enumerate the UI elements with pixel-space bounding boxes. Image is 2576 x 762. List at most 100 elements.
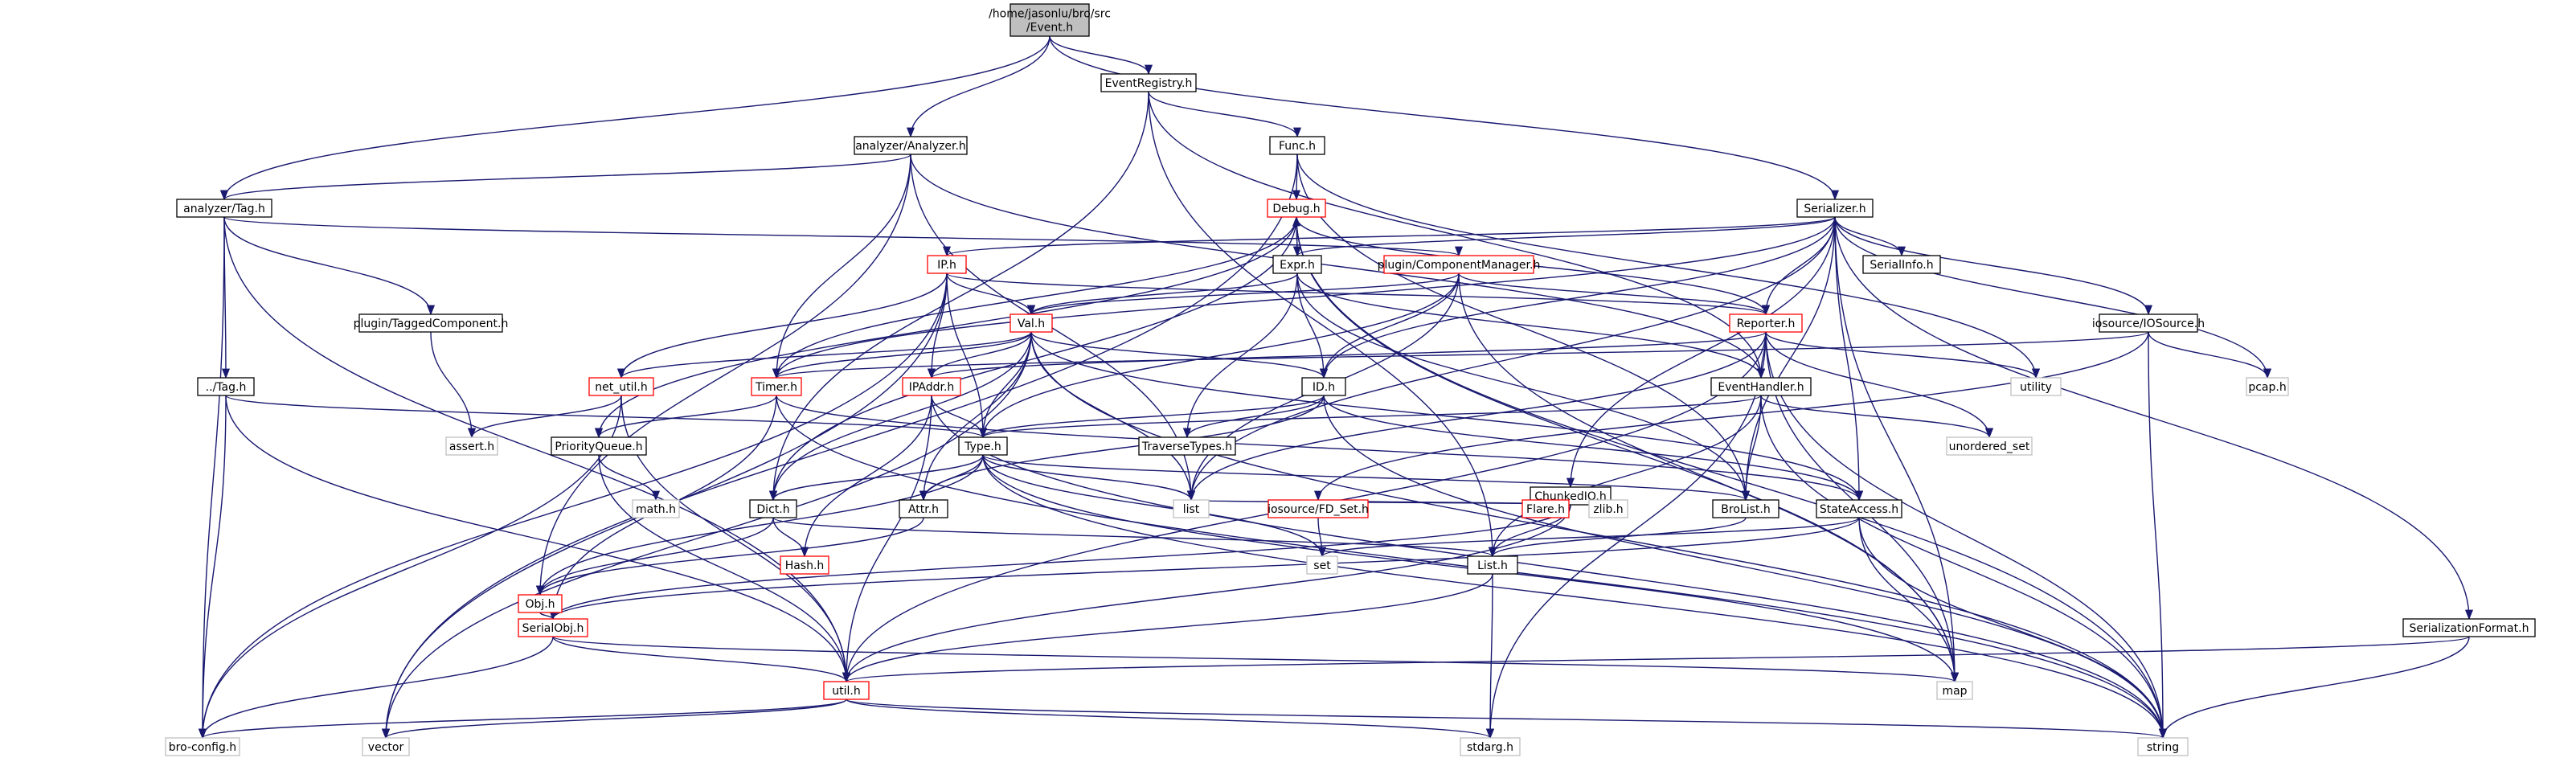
edge-type-to-dict <box>769 454 984 502</box>
node-box-dict <box>749 499 797 518</box>
edge-dottag-to-broconfig <box>198 395 227 739</box>
node-serializer: Serializer.h <box>1796 199 1874 218</box>
edge-netutil-to-assert <box>468 395 622 439</box>
edge-reporter-to-ipaddr <box>928 331 1767 379</box>
node-box-listh <box>1467 555 1518 575</box>
edge-debug-to-timer <box>772 216 1297 379</box>
edge-analyzer-to-obj <box>535 154 911 596</box>
node-util: util.h <box>823 681 870 700</box>
edge-prioq-to-util <box>598 454 851 683</box>
edge-dottag-to-util <box>225 395 850 683</box>
edge-obj-to-serialobj <box>539 609 557 621</box>
edge-ip-to-broconfig <box>198 272 948 739</box>
node-label-list: list <box>1183 503 1200 516</box>
edge-chunked-to-list <box>1188 498 1571 510</box>
node-box-utility <box>2010 377 2062 396</box>
edge-compmgr-to-type <box>979 272 1460 439</box>
node-tagged: plugin/TaggedComponent.h <box>354 313 509 333</box>
node-label-tagged: plugin/TaggedComponent.h <box>354 318 509 330</box>
node-label-attr: Attr.h <box>908 503 939 516</box>
edge-serialobj-to-broconfig <box>199 636 554 739</box>
edge-serialobj-to-util <box>552 636 850 683</box>
node-set: set <box>1306 555 1338 575</box>
node-label-timer: Timer.h <box>755 381 797 394</box>
node-box-func <box>1269 136 1325 155</box>
edge-reporter-to-string <box>1765 331 2168 739</box>
edge-serializer-to-reporter <box>1761 216 1836 316</box>
node-box-stateaccess <box>1816 499 1902 518</box>
node-vector: vector <box>362 737 410 756</box>
node-box-hash <box>780 555 829 575</box>
edge-eventhandler-to-brolist <box>1741 395 1762 502</box>
node-box-string <box>2137 737 2189 756</box>
edge-analyzer-to-timer <box>772 154 911 379</box>
edge-compmgr-to-idh <box>1319 272 1460 379</box>
edge-val-to-stateaccess <box>1030 331 1863 502</box>
edge-serializer-to-serfmt <box>1834 216 2474 621</box>
edge-ip-to-ipaddr <box>927 272 948 379</box>
node-label-broconfig: bro-config.h <box>169 741 236 754</box>
edge-prioq-to-mathh <box>598 454 661 502</box>
node-label-hash: Hash.h <box>785 559 825 572</box>
node-mathh: math.h <box>632 499 680 518</box>
node-box-tagged <box>358 313 503 333</box>
node-box-stdarg <box>1460 737 1521 756</box>
edge-serializer-to-chunked <box>1566 216 1836 489</box>
edge-idh-to-stateaccess <box>1323 395 1863 502</box>
edge-stateaccess-to-serialobj <box>549 517 1860 621</box>
edge-event-to-analyzer <box>906 35 1050 138</box>
edge-serializer-to-stateaccess <box>1834 216 1864 502</box>
node-broconfig: bro-config.h <box>165 737 240 756</box>
node-label-analyzer: analyzer/Analyzer.h <box>855 140 966 153</box>
node-label-map: map <box>1942 685 1967 698</box>
node-box-serialinfo <box>1862 255 1941 274</box>
node-box-brolist <box>1712 499 1779 518</box>
edge-listh-to-util <box>842 573 1493 683</box>
node-label-netutil: net_util.h <box>595 381 647 394</box>
node-label-val: Val.h <box>1018 318 1045 330</box>
node-label-compmgr: plugin/ComponentManager.h <box>1378 259 1541 272</box>
edge-event-to-serializer <box>1049 35 1839 201</box>
node-label-brolist: BroList.h <box>1721 503 1770 516</box>
edge-func-to-brolist <box>1296 154 1751 502</box>
node-label-prioq: PriorityQueue.h <box>555 440 642 453</box>
node-dottag: ../Tag.h <box>197 377 255 396</box>
node-label-set: set <box>1313 559 1331 572</box>
edge-attr-to-obj <box>536 517 924 596</box>
node-stateaccess: StateAccess.h <box>1816 499 1902 518</box>
node-eventhandler: EventHandler.h <box>1710 377 1812 396</box>
node-box-debug <box>1267 199 1326 218</box>
edge-reporter-to-utility <box>1765 331 2040 379</box>
edge-reporter-to-list <box>1187 331 1767 502</box>
edge-eventhandler-to-type <box>979 395 1762 439</box>
edge-ip-to-type <box>946 272 988 439</box>
edge-iosource-to-pcap <box>2148 331 2271 379</box>
node-label-debug: Debug.h <box>1272 203 1320 215</box>
node-val: Val.h <box>1010 313 1053 333</box>
node-box-type <box>958 436 1008 456</box>
edge-analyzertag-to-tagged <box>223 216 435 316</box>
edge-type-to-list <box>982 454 1195 502</box>
edge-dict-to-obj <box>536 517 774 596</box>
node-box-mathh <box>632 499 680 518</box>
edge-timer-to-prioq <box>595 395 777 439</box>
node-analyzer: analyzer/Analyzer.h <box>854 136 968 155</box>
edge-analyzertag-to-util <box>223 216 851 683</box>
edge-val-to-vector <box>381 331 1032 739</box>
node-ipaddr: IPAddr.h <box>902 377 961 396</box>
edge-eventregistry-to-listh <box>1148 91 1497 558</box>
edge-idh-to-type <box>979 395 1325 439</box>
edge-val-to-dict <box>768 331 1032 502</box>
node-box-zlib <box>1588 499 1628 518</box>
edge-reporter-to-unordset <box>1765 331 1993 439</box>
node-label-flare: Flare.h <box>1526 503 1565 516</box>
node-label-ip: IP.h <box>937 259 956 272</box>
node-idh: ID.h <box>1301 377 1346 396</box>
edge-type-to-set <box>982 454 1326 558</box>
edge-idh-to-string <box>1323 395 2167 739</box>
edge-val-to-idh <box>1030 331 1328 379</box>
node-label-stdarg: stdarg.h <box>1467 741 1513 754</box>
node-obj: Obj.h <box>518 594 563 613</box>
node-box-assert <box>445 436 498 456</box>
